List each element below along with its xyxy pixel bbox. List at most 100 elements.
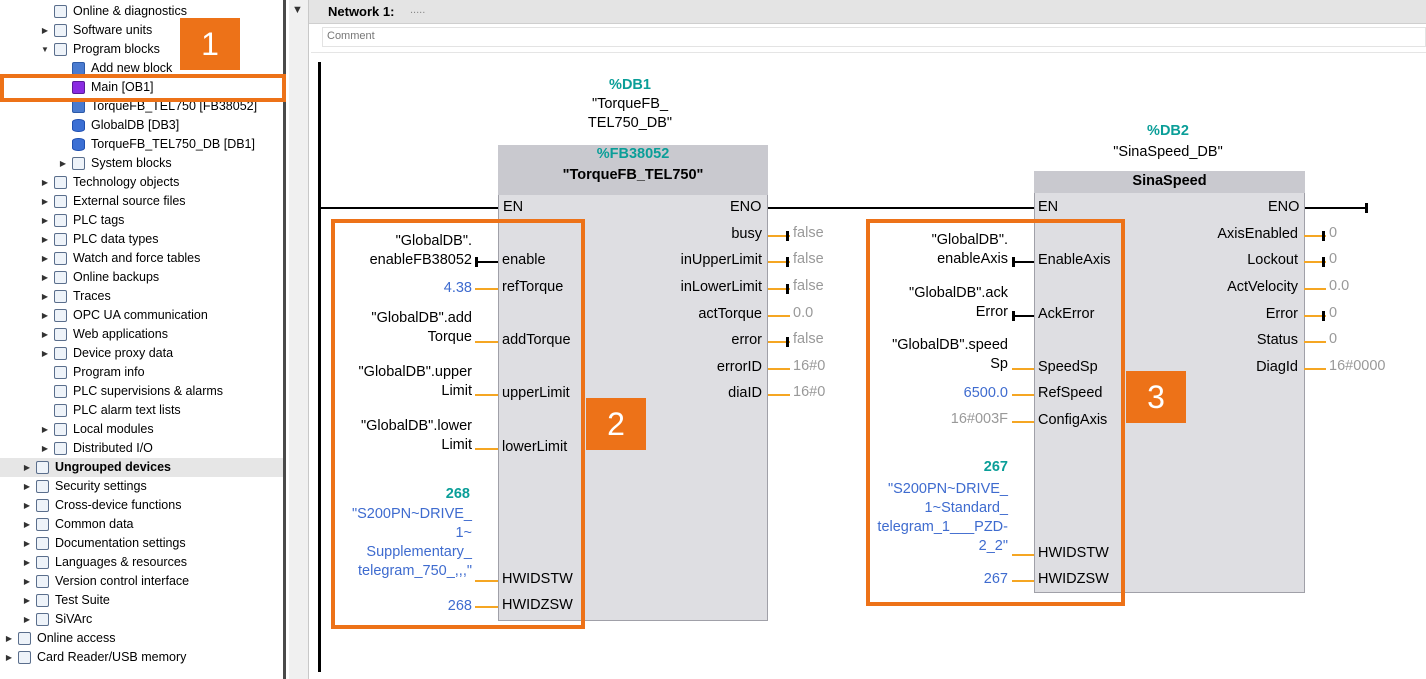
tree-item[interactable]: PLC alarm text lists xyxy=(0,401,283,420)
tree-item[interactable]: Main [OB1] xyxy=(0,78,283,97)
tree-item[interactable]: Online & diagnostics xyxy=(0,2,283,21)
fb1-input-value[interactable]: "S200PN~DRIVE_1~Supplementary_telegram_7… xyxy=(351,506,472,579)
tree-item[interactable]: ▶Security settings xyxy=(0,477,283,496)
expand-arrow-icon[interactable]: ▶ xyxy=(41,254,49,263)
expand-arrow-icon[interactable]: ▶ xyxy=(59,159,67,168)
fb2-output-wire xyxy=(1304,261,1326,263)
expand-arrow-icon[interactable]: ▶ xyxy=(23,482,31,491)
expand-arrow-icon[interactable]: ▶ xyxy=(23,615,31,624)
fb1-output-wire xyxy=(768,341,790,343)
tree-item[interactable]: ▶Technology objects xyxy=(0,173,283,192)
tree-item[interactable]: ▶OPC UA communication xyxy=(0,306,283,325)
fb1-input-value[interactable]: 268 xyxy=(447,598,472,614)
devices-icon xyxy=(36,461,49,474)
expand-arrow-icon[interactable]: ▶ xyxy=(41,235,49,244)
tree-item[interactable]: TorqueFB_TEL750_DB [DB1] xyxy=(0,135,283,154)
expand-arrow-icon[interactable]: ▶ xyxy=(23,501,31,510)
tree-item[interactable]: ▶Version control interface xyxy=(0,572,283,591)
expand-arrow-icon[interactable]: ▶ xyxy=(23,463,31,472)
fb2-input-value[interactable]: 267 xyxy=(983,571,1008,587)
fb2-input-value[interactable]: "GlobalDB".enableAxis xyxy=(931,232,1008,267)
network-comment-field[interactable]: Comment xyxy=(322,27,1426,47)
fb2-output-value: 0 xyxy=(1329,225,1338,241)
tree-item[interactable]: Program info xyxy=(0,363,283,382)
network-header[interactable] xyxy=(309,0,1426,24)
rung-end-tick xyxy=(1365,203,1368,213)
network-title-placeholder[interactable]: ..... xyxy=(410,4,426,16)
fb2-input-wire xyxy=(1012,394,1034,396)
rung-wire xyxy=(1304,207,1366,209)
expand-arrow-icon[interactable]: ▶ xyxy=(41,292,49,301)
expand-arrow-icon[interactable]: ▶ xyxy=(23,520,31,529)
expand-arrow-icon[interactable]: ▶ xyxy=(41,444,49,453)
expand-arrow-icon[interactable]: ▶ xyxy=(5,634,13,643)
expand-arrow-icon[interactable]: ▶ xyxy=(23,539,31,548)
tree-item[interactable]: ▶Test Suite xyxy=(0,591,283,610)
fb2-type-name[interactable]: SinaSpeed xyxy=(1132,173,1207,189)
tree-item[interactable]: Add new block xyxy=(0,59,283,78)
tree-item[interactable]: ▶Online backups xyxy=(0,268,283,287)
tree-item[interactable]: ▶PLC data types xyxy=(0,230,283,249)
expand-arrow-icon[interactable]: ▶ xyxy=(41,349,49,358)
tree-item[interactable]: ▶Documentation settings xyxy=(0,534,283,553)
expand-arrow-icon[interactable]: ▶ xyxy=(5,653,13,662)
fb1-en-pin: EN xyxy=(503,199,524,215)
fb1-instance-name[interactable]: "TorqueFB_TEL750_DB" xyxy=(587,96,673,131)
fb2-input-value[interactable]: "S200PN~DRIVE_1~Standard_telegram_1___PZ… xyxy=(877,481,1008,554)
tree-item[interactable]: ▶ Distributed I/O xyxy=(0,439,283,458)
fb1-block[interactable] xyxy=(498,145,768,621)
tree-item-label: GlobalDB [DB3] xyxy=(91,118,180,132)
tree-item[interactable]: ▶Card Reader/USB memory xyxy=(0,648,283,667)
tree-item[interactable]: ▶Web applications xyxy=(0,325,283,344)
expand-arrow-icon[interactable]: ▶ xyxy=(41,273,49,282)
expand-arrow-icon[interactable]: ▶ xyxy=(41,425,49,434)
fb2-input-value[interactable]: 6500.0 xyxy=(963,385,1008,401)
tree-item[interactable]: ▶Device proxy data xyxy=(0,344,283,363)
tree-item[interactable]: ▶System blocks xyxy=(0,154,283,173)
fb2-instance-name[interactable]: "SinaSpeed_DB" xyxy=(1113,144,1223,160)
fb2-input-value[interactable]: 16#003F xyxy=(950,411,1008,427)
fb1-input-value[interactable]: "GlobalDB".enableFB38052 xyxy=(369,233,472,268)
expand-arrow-icon[interactable]: ▶ xyxy=(23,558,31,567)
expand-arrow-icon[interactable]: ▶ xyxy=(41,311,49,320)
tree-item-label: Distributed I/O xyxy=(73,441,153,455)
tree-item[interactable]: ▶PLC tags xyxy=(0,211,283,230)
expand-arrow-icon[interactable]: ▶ xyxy=(41,216,49,225)
tree-item[interactable]: ▶Online access xyxy=(0,629,283,648)
fb1-output-coil xyxy=(786,257,789,267)
expand-arrow-icon[interactable]: ▶ xyxy=(41,330,49,339)
tree-item[interactable]: ▶Languages & resources xyxy=(0,553,283,572)
tree-item[interactable]: ▶Ungrouped devices xyxy=(0,458,283,477)
comment-label: Comment xyxy=(327,30,375,42)
tree-item[interactable]: TorqueFB_TEL750 [FB38052] xyxy=(0,97,283,116)
tree-item[interactable]: ▶Traces xyxy=(0,287,283,306)
tree-item[interactable]: ▼Program blocks xyxy=(0,40,283,59)
tree-item[interactable]: ▶Cross-device functions xyxy=(0,496,283,515)
tree-item[interactable]: ▶Local modules xyxy=(0,420,283,439)
fb2-block[interactable] xyxy=(1034,171,1305,593)
expand-arrow-icon[interactable]: ▶ xyxy=(41,26,49,35)
tree-item[interactable]: PLC supervisions & alarms xyxy=(0,382,283,401)
fb1-type-name[interactable]: "TorqueFB_TEL750" xyxy=(562,167,704,183)
expand-arrow-icon[interactable]: ▶ xyxy=(41,178,49,187)
tree-item[interactable]: ▶Watch and force tables xyxy=(0,249,283,268)
tree-item[interactable]: ▶Software units xyxy=(0,21,283,40)
tree-item[interactable]: ▶SiVArc xyxy=(0,610,283,629)
expand-arrow-icon[interactable]: ▶ xyxy=(23,596,31,605)
expand-arrow-icon[interactable]: ▶ xyxy=(23,577,31,586)
expand-arrow-icon[interactable]: ▶ xyxy=(41,197,49,206)
collapse-arrow-icon[interactable]: ▼ xyxy=(41,45,49,54)
fb1-output-wire xyxy=(768,235,790,237)
documentation-icon xyxy=(36,537,49,550)
fb1-output-value: 16#0 xyxy=(793,358,826,374)
collapse-network-icon[interactable]: ▼ xyxy=(292,4,303,16)
tree-item[interactable]: ▶External source files xyxy=(0,192,283,211)
tree-item[interactable]: GlobalDB [DB3] xyxy=(0,116,283,135)
tree-item[interactable]: ▶Common data xyxy=(0,515,283,534)
fb1-input-value[interactable]: 4.38 xyxy=(443,280,472,296)
